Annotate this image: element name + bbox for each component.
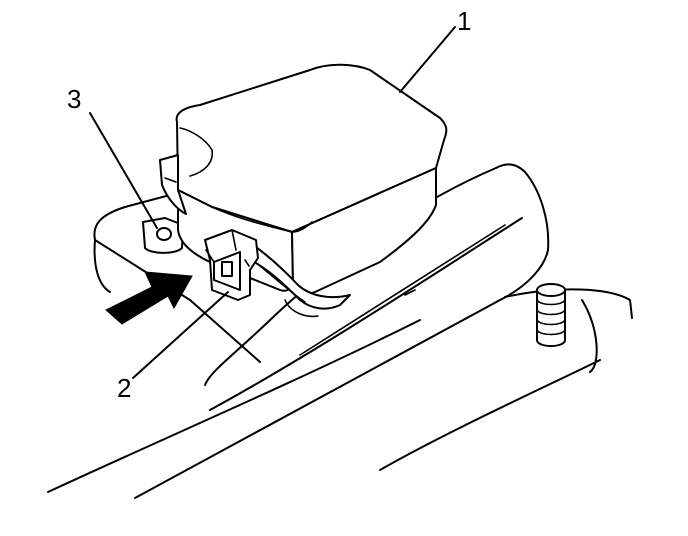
grommet-stack (536, 283, 566, 347)
leader-line-3 (89, 112, 158, 229)
leader-lines (89, 26, 456, 379)
callout-1-label: 1 (457, 6, 471, 36)
leader-line-1 (399, 26, 456, 93)
component-housing (159, 63, 448, 295)
leader-line-2 (132, 291, 229, 379)
body-panel (47, 194, 633, 493)
support-rail (134, 163, 550, 499)
callout-2-label: 2 (117, 373, 131, 403)
callout-3-label: 3 (67, 84, 81, 114)
mounting-tab (142, 217, 184, 254)
electrical-connector (204, 229, 351, 318)
mounting-hole (156, 227, 172, 241)
direction-arrow-icon (105, 271, 193, 325)
